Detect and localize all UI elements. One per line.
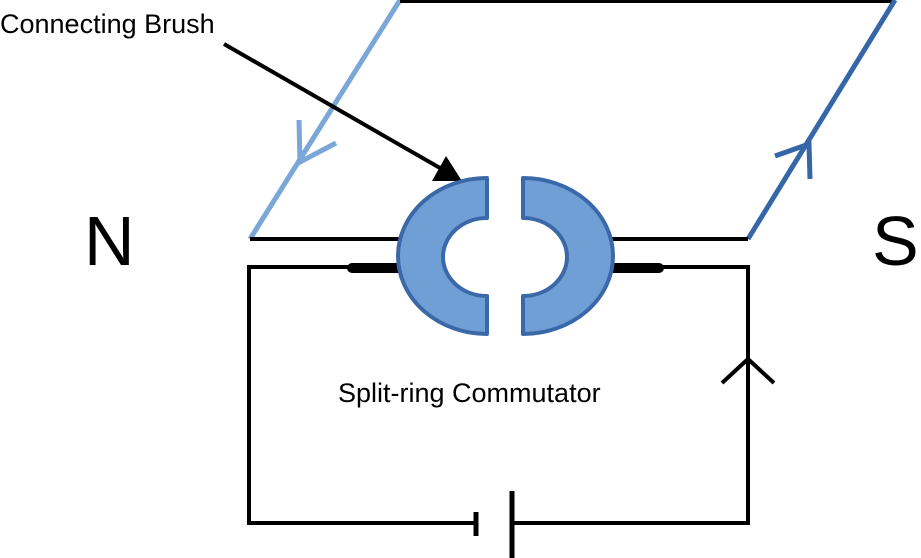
coil-left-arrow-icon [296,119,338,167]
coil-right-side [745,0,898,241]
south-pole-label: S [872,202,919,280]
brush-label: Connecting Brush [0,9,215,39]
brush-pointer-arrowhead-icon [432,156,462,181]
commutator-left-half [396,176,489,336]
coil-left-side [247,0,403,241]
north-pole-label: N [84,202,135,280]
current-arrow-icon [720,356,776,385]
coil-right-arrow-icon [774,140,813,180]
commutator-label: Split-ring Commutator [338,378,601,408]
brush-pointer-line [223,42,441,170]
commutator-right-half [521,176,615,336]
